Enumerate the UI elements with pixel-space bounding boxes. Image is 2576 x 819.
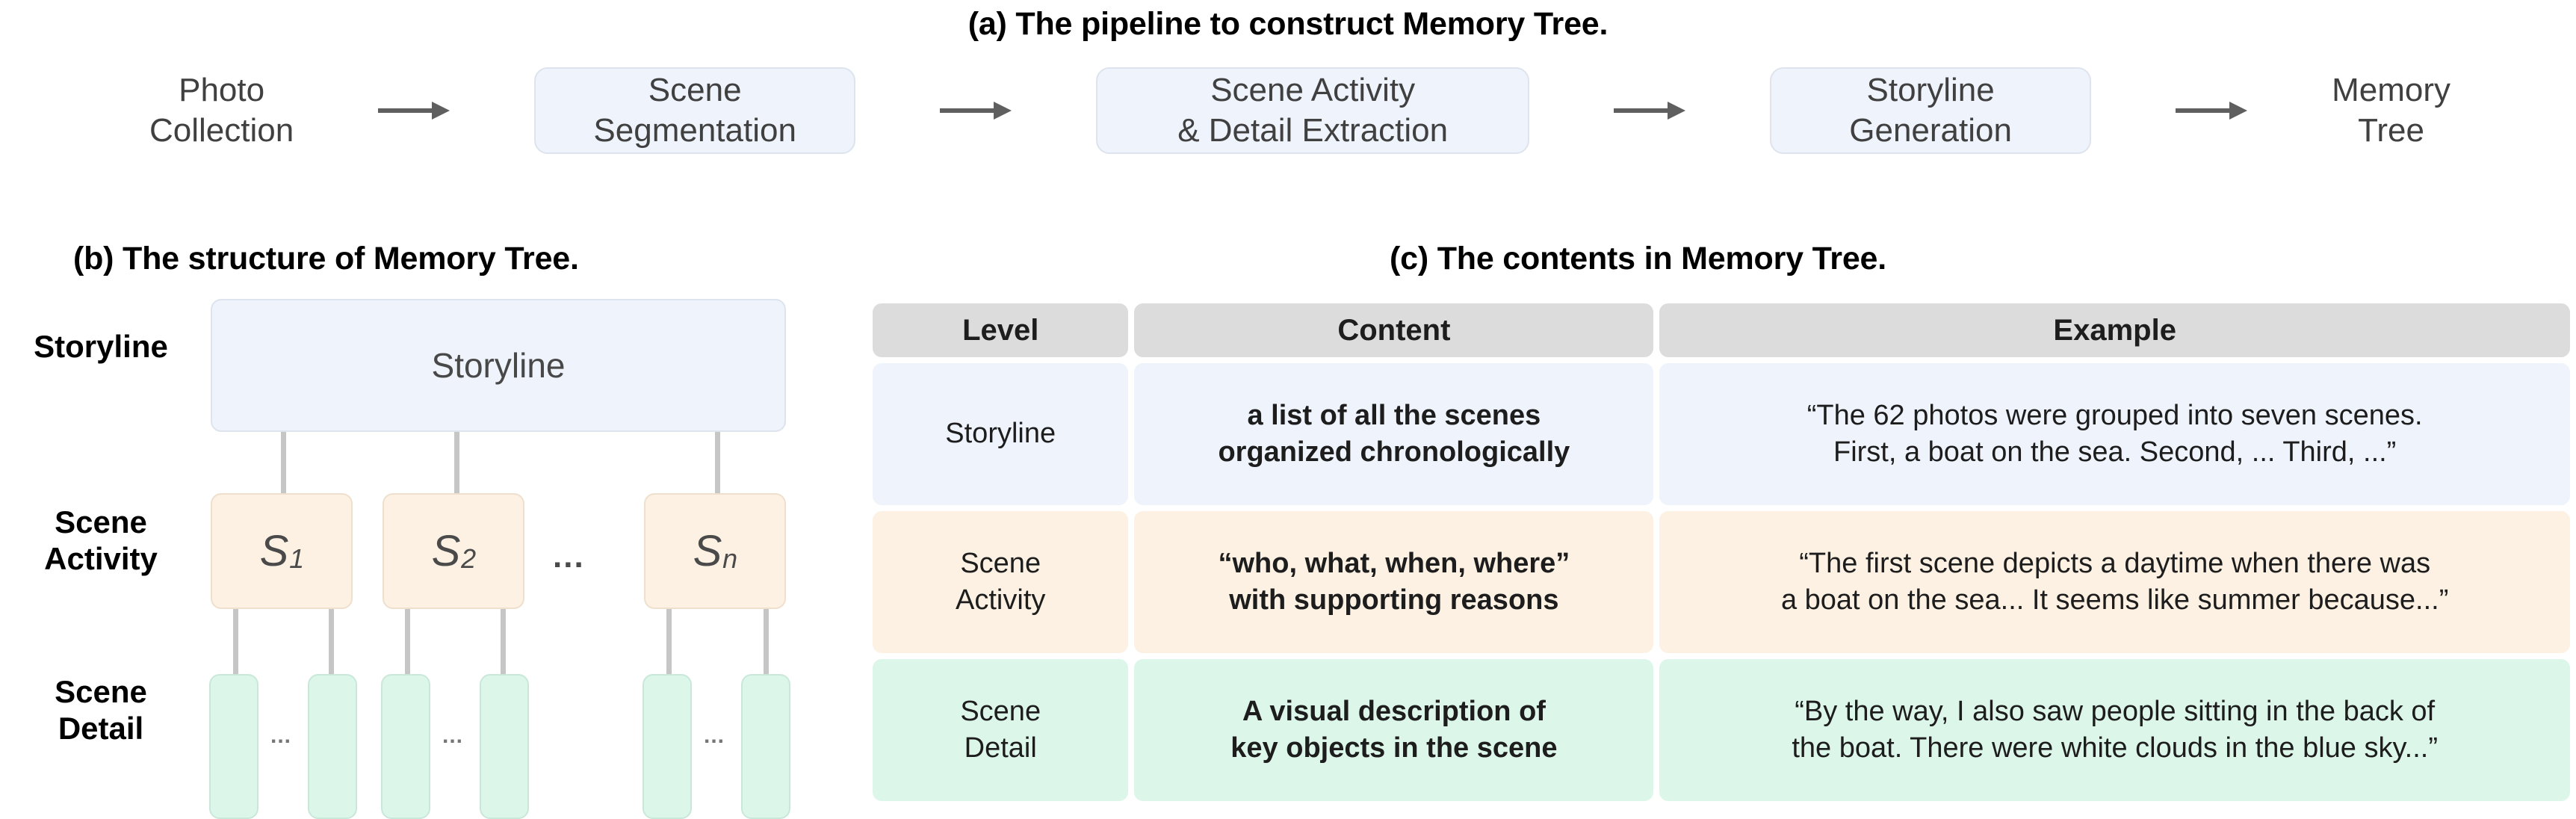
tree-node-detail[interactable] — [741, 674, 790, 819]
tree-row-label-storyline: Storyline — [34, 329, 168, 364]
table-row: Scene Detail A visual description of key… — [873, 659, 2570, 801]
table-cell-level: Scene Detail — [873, 659, 1129, 801]
tree-connector — [501, 609, 506, 676]
tree-node-detail[interactable] — [308, 674, 357, 819]
tree-node-scene-n-label: S — [693, 527, 722, 575]
tree-node-scene-1-index: 1 — [289, 543, 305, 575]
table-cell-example: “By the way, I also saw people sitting i… — [1659, 659, 2570, 801]
pipeline-step-photo-collection: Photo Collection — [149, 72, 294, 149]
tree-detail-ellipsis: ... — [704, 723, 725, 748]
tree-node-scene-2-label: S — [431, 527, 461, 575]
table-cell-example: “The 62 photos were grouped into seven s… — [1659, 363, 2570, 505]
tree-scene-ellipsis: ... — [553, 538, 585, 575]
table-cell-content: a list of all the scenes organized chron… — [1134, 363, 1654, 505]
tree-node-detail[interactable] — [381, 674, 430, 819]
tree-connector — [715, 432, 720, 493]
pipeline-step-memory-tree: Memory Tree — [2332, 72, 2450, 149]
tree-node-detail[interactable] — [209, 674, 258, 819]
pipeline-step-scene-segmentation: Scene Segmentation — [534, 67, 856, 154]
table-cell-example: “The first scene depicts a daytime when … — [1659, 511, 2570, 653]
table-cell-content: “who, what, when, where” with supporting… — [1134, 511, 1654, 653]
tree-row-label-scene-detail: Scene Detail — [55, 674, 147, 746]
tree-node-scene-1-label: S — [259, 527, 289, 575]
table-row: Storyline a list of all the scenes organ… — [873, 363, 2570, 505]
tree-detail-ellipsis: ... — [270, 723, 292, 748]
tree-detail-ellipsis: ... — [442, 723, 464, 748]
tree-row-label-scene-activity: Scene Activity — [44, 504, 158, 576]
tree-connector — [764, 609, 769, 676]
panel-c-caption: (c) The contents in Memory Tree. — [1390, 241, 1887, 276]
table-cell-level: Storyline — [873, 363, 1129, 505]
tree-node-storyline[interactable]: Storyline — [211, 299, 786, 432]
table-cell-level: Scene Activity — [873, 511, 1129, 653]
table-header-content: Content — [1134, 303, 1654, 357]
tree-node-scene-n-index: n — [722, 543, 738, 575]
tree-node-detail[interactable] — [480, 674, 529, 819]
table-row: Scene Activity “who, what, when, where” … — [873, 511, 2570, 653]
table-header-level: Level — [873, 303, 1129, 357]
memory-tree-contents-table: Level Content Example Storyline a list o… — [867, 297, 2576, 807]
pipeline-step-scene-activity-detail-extraction: Scene Activity & Detail Extraction — [1096, 67, 1530, 154]
arrow-right-icon — [378, 101, 451, 120]
pipeline-diagram: Photo Collection Scene Segmentation Scen… — [149, 66, 2450, 155]
tree-node-detail[interactable] — [643, 674, 692, 819]
arrow-right-icon — [2176, 101, 2248, 120]
pipeline-step-storyline-generation: Storyline Generation — [1770, 67, 2092, 154]
tree-node-scene-2-index: 2 — [461, 543, 477, 575]
tree-connector — [666, 609, 672, 676]
table-cell-content: A visual description of key objects in t… — [1134, 659, 1654, 801]
tree-connector — [281, 432, 286, 493]
arrow-right-icon — [940, 101, 1012, 120]
table-header-example: Example — [1659, 303, 2570, 357]
tree-connector — [405, 609, 410, 676]
panel-a-caption: (a) The pipeline to construct Memory Tre… — [967, 6, 1609, 42]
tree-connector — [454, 432, 459, 493]
tree-connector — [329, 609, 334, 676]
panel-b-caption: (b) The structure of Memory Tree. — [73, 241, 579, 276]
arrow-right-icon — [1614, 101, 1686, 120]
tree-connector — [233, 609, 238, 676]
memory-tree-structure: Storyline Scene Activity Scene Detail St… — [0, 291, 837, 819]
table-header-row: Level Content Example — [873, 303, 2570, 357]
